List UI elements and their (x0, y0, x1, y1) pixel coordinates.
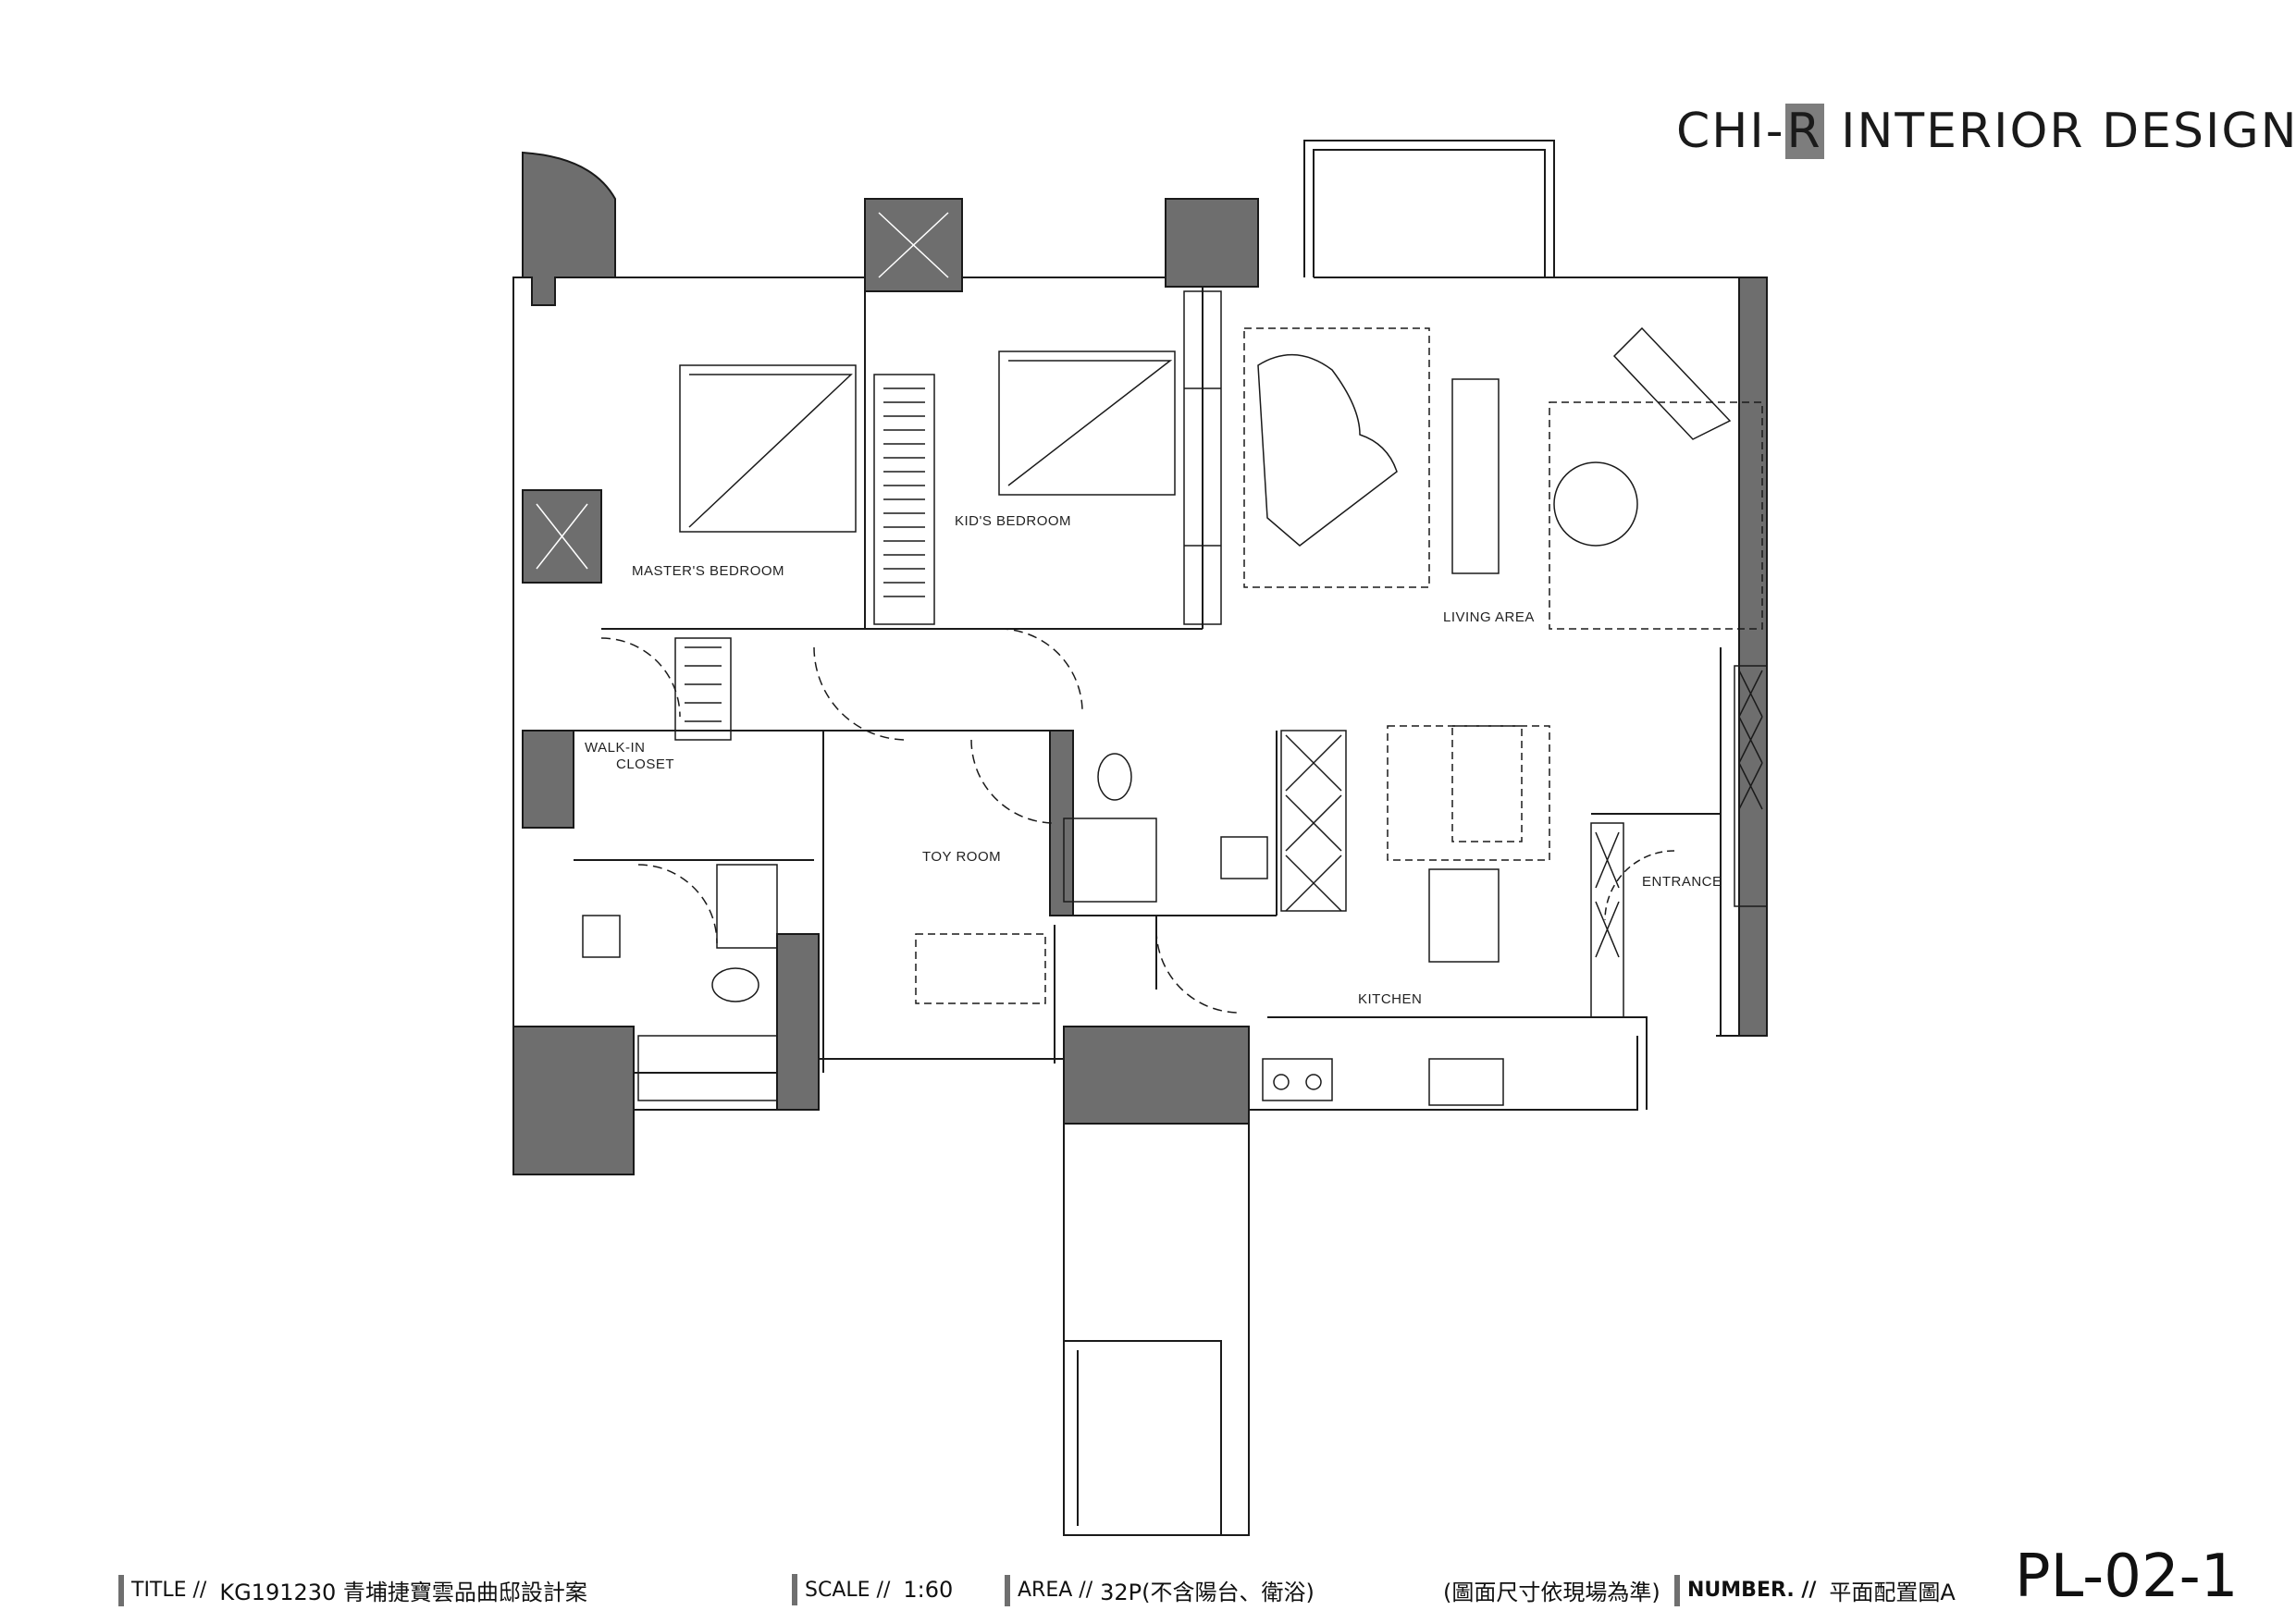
area-value: 32P(不含陽台、衛浴) (1100, 1580, 1315, 1605)
title-value: KG191230 青埔捷寶雲品曲邸設計案 (219, 1580, 587, 1605)
label-closet: CLOSET (616, 756, 674, 772)
area-key: AREA // (1018, 1579, 1093, 1602)
dimension-note: (圖面尺寸依現場為準) (1443, 1580, 1660, 1605)
number-key: NUMBER. // (1687, 1579, 1817, 1602)
title-block-area: AREA // 32P(不含陽台、衛浴) (1005, 1574, 1315, 1606)
number-bar-marker (1674, 1574, 1680, 1606)
scale-key: SCALE // (805, 1578, 891, 1602)
title-block-number: NUMBER. // 平面配置圖A (1674, 1574, 1956, 1606)
title-key: TITLE // (131, 1579, 207, 1602)
label-toy-room: TOY ROOM (922, 849, 1001, 865)
label-masters-bedroom: MASTER'S BEDROOM (632, 563, 784, 579)
label-walk-in: WALK-IN (585, 740, 645, 756)
brand-logo: CHI-R INTERIOR DESIGN. (1676, 104, 2296, 159)
label-living-area: LIVING AREA (1443, 609, 1535, 625)
title-block-note: (圖面尺寸依現場為準) (1443, 1574, 1660, 1606)
brand-highlight: R (1784, 104, 1824, 159)
scale-value: 1:60 (903, 1577, 954, 1603)
number-value: 平面配置圖A (1829, 1580, 1956, 1605)
area-bar-marker (1005, 1574, 1010, 1606)
label-kids-bedroom: KID'S BEDROOM (955, 513, 1071, 529)
title-bar-marker (118, 1574, 124, 1606)
brand-prefix: CHI- (1676, 104, 1785, 159)
label-entrance: ENTRANCE (1642, 874, 1722, 890)
title-block-scale: SCALE // 1:60 (792, 1574, 953, 1605)
brand-suffix: INTERIOR DESIGN. (1823, 104, 2296, 159)
scale-bar-marker (792, 1574, 797, 1605)
label-kitchen: KITCHEN (1358, 991, 1422, 1007)
title-block-title: TITLE // KG191230 青埔捷寶雲品曲邸設計案 (118, 1574, 587, 1606)
drawing-number: PL-02-1 (2015, 1543, 2239, 1611)
